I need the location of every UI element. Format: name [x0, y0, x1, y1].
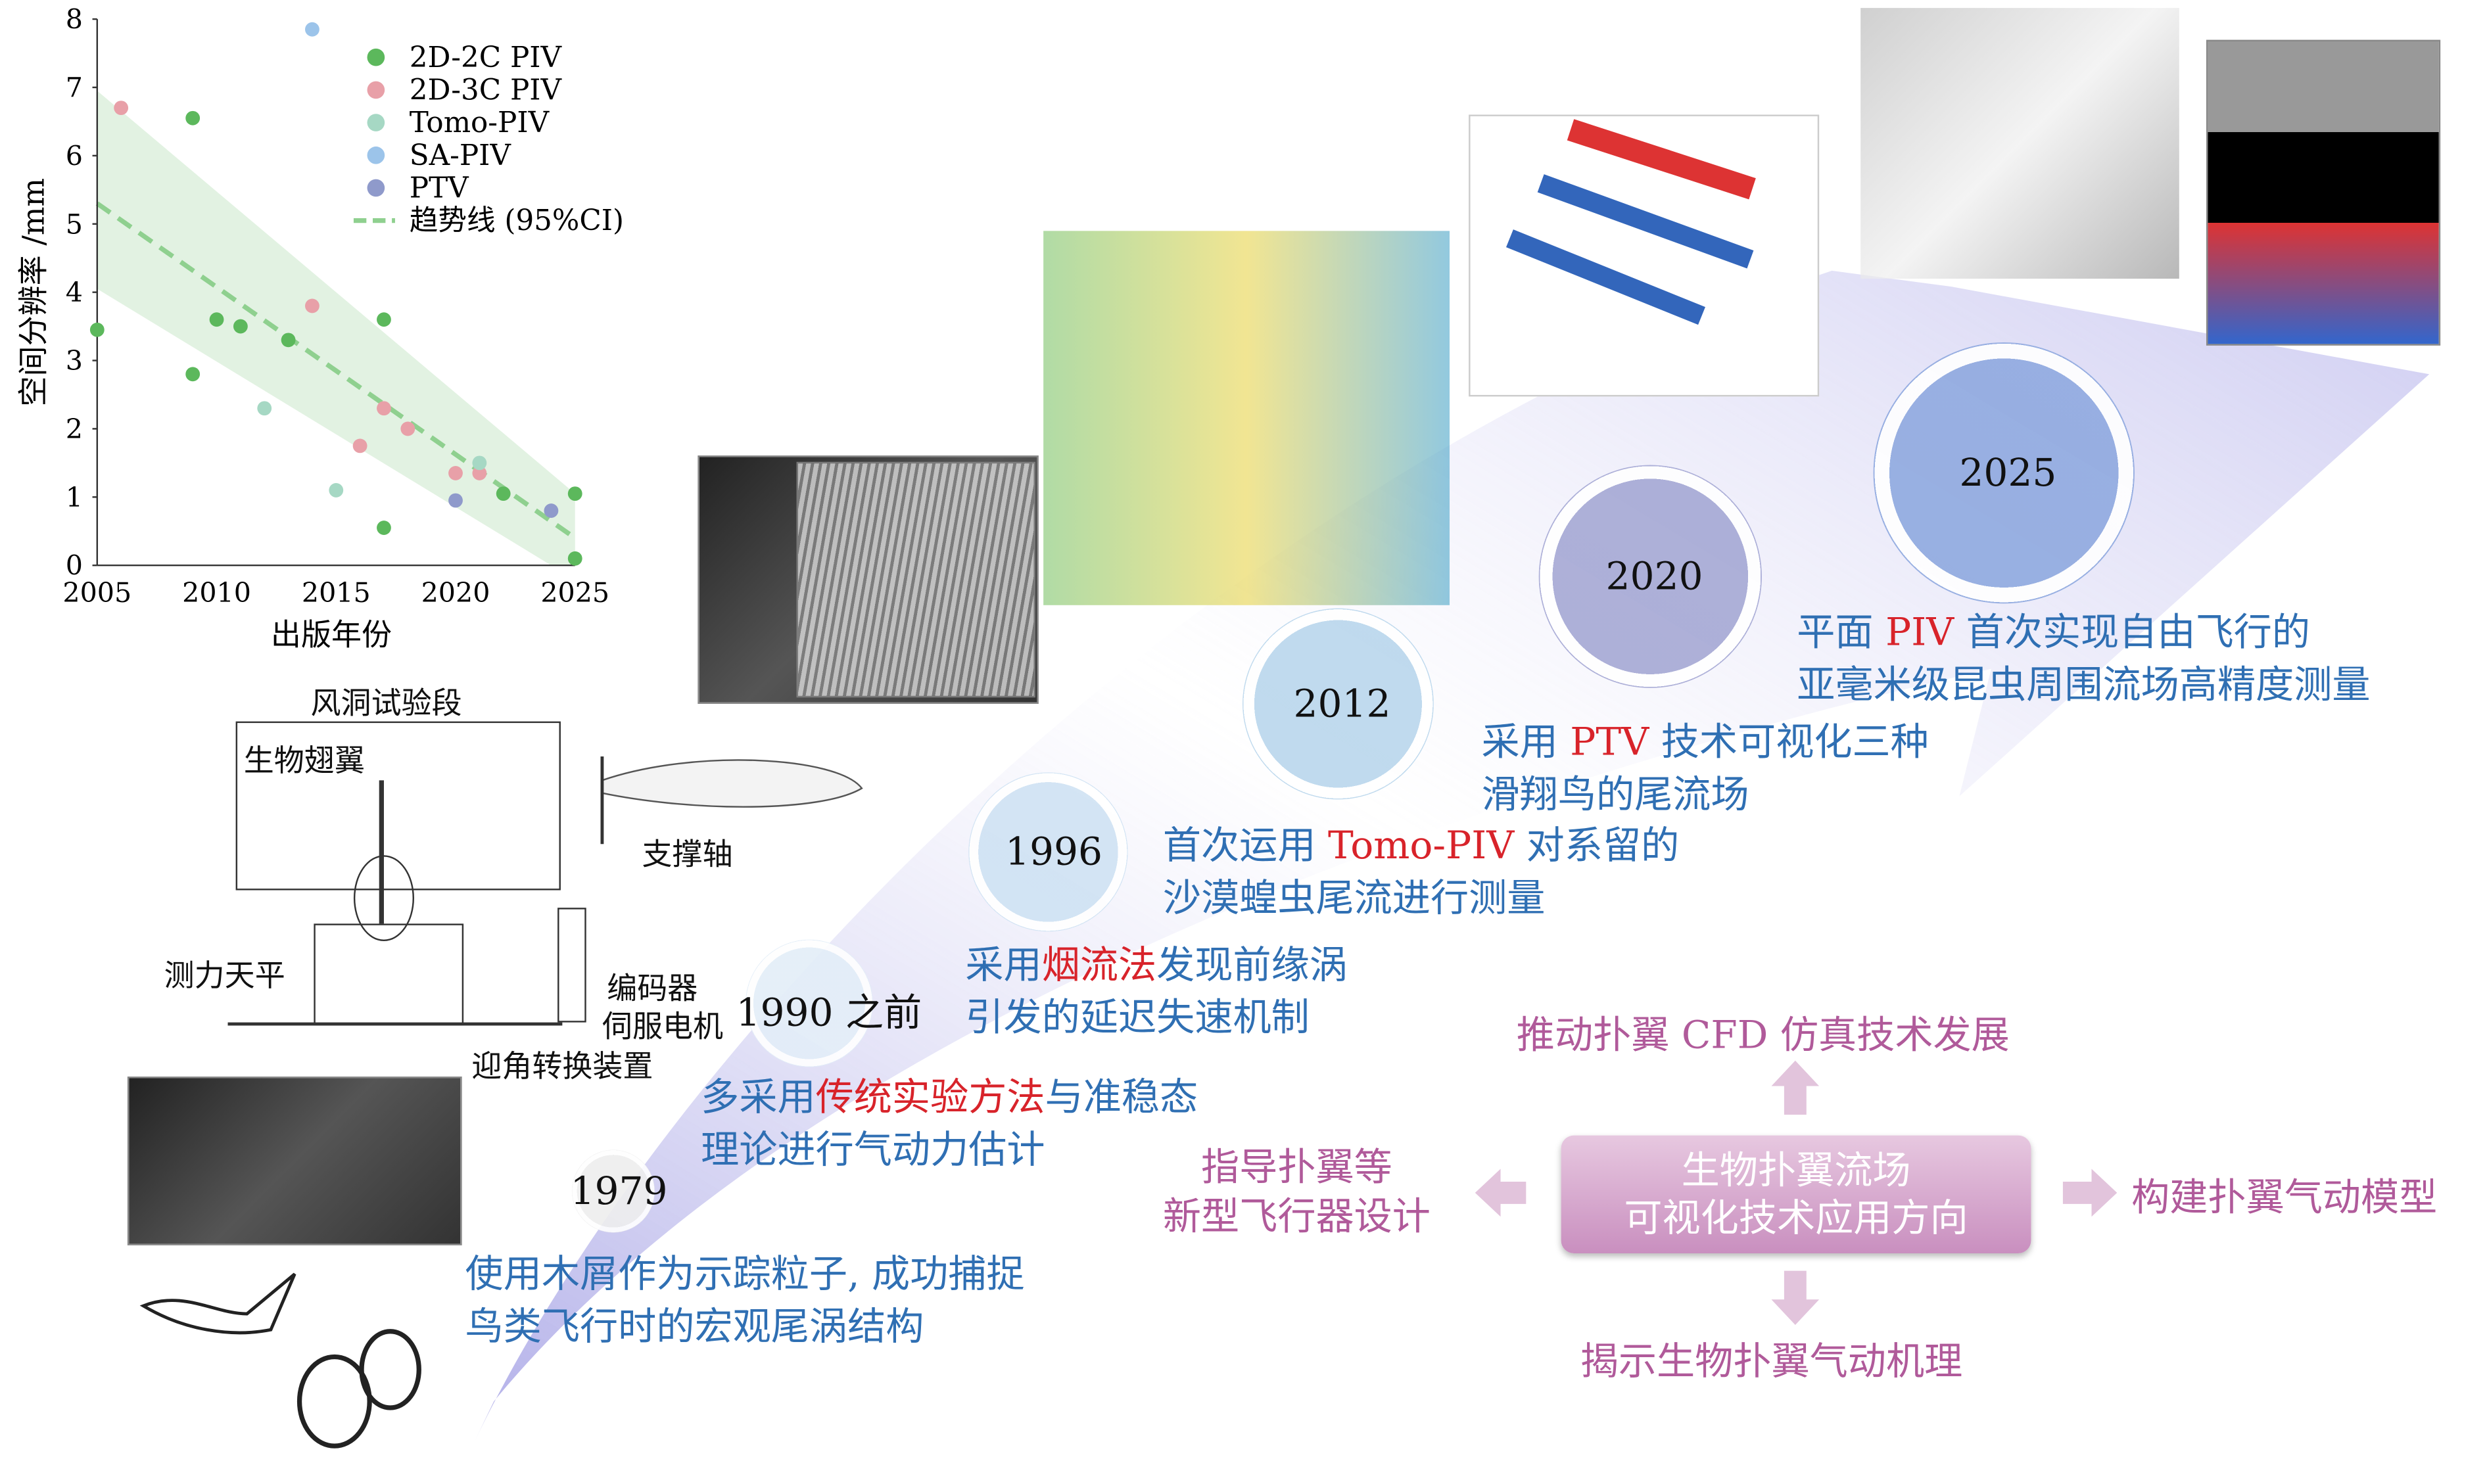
data-point — [89, 322, 105, 337]
data-point — [209, 312, 224, 327]
data-point — [448, 466, 463, 480]
data-point — [257, 401, 272, 416]
encoder-label: 编码器 — [607, 971, 698, 1007]
legend-label: SA-PIV — [410, 139, 512, 172]
support-rod — [379, 780, 384, 924]
wing-label: 生物翅翼 — [243, 743, 365, 779]
y-tick-label: 6 — [66, 140, 83, 172]
legend-label: 2D-2C PIV — [410, 41, 563, 74]
y-tick-label: 5 — [66, 208, 83, 240]
milestone-2025-text: 平面 PIV 首次实现自由飞行的亚毫米级昆虫周围流场高精度测量 — [1797, 610, 2371, 707]
bird-vortex-ring-sketch — [139, 1272, 421, 1449]
data-point — [377, 521, 391, 535]
app-cfd: 推动扑翼 CFD 仿真技术发展 — [1516, 1013, 2010, 1057]
insect-flow-images — [2206, 39, 2441, 346]
detail-ellipse — [353, 855, 415, 942]
y-tick-label: 1 — [66, 482, 83, 513]
legend-label: 2D-3C PIV — [410, 74, 563, 106]
milestone-1990-text: 多采用传统实验方法与准稳态理论进行气动力估计 — [701, 1075, 1198, 1172]
timeline-node-2012 — [1242, 608, 1434, 800]
y-tick-label: 2 — [66, 413, 83, 445]
legend-marker — [367, 81, 385, 99]
data-point — [185, 110, 201, 126]
resolution-scatter-chart: 0 1 2 3 4 5 6 7 8 2005 2010 2015 2020 2025 2D-2C PIV2D… — [62, 4, 624, 609]
app-aircraft-design: 指导扑翼等新型飞行器设计 — [1162, 1145, 1431, 1240]
applications-center-box: 生物扑翼流场可视化技术应用方向 — [1561, 1135, 2031, 1253]
y-tick-label: 3 — [66, 345, 83, 377]
data-point — [544, 503, 559, 518]
timeline-node-2025 — [1873, 342, 2135, 604]
camera-setup-figure — [1860, 8, 2179, 279]
data-point — [472, 455, 487, 471]
data-point — [472, 466, 487, 480]
y-tick-label: 8 — [66, 4, 83, 35]
legend-label: 趋势线 (95%CI) — [410, 204, 624, 237]
legend-label: PTV — [410, 172, 469, 204]
app-aero-model: 构建扑翼气动模型 — [2131, 1175, 2438, 1220]
y-tick-label: 7 — [66, 72, 83, 104]
y-tick-label: 4 — [66, 277, 83, 308]
y-tick-label: 0 — [66, 550, 83, 582]
data-point — [114, 101, 129, 116]
milestone-1996-text: 采用烟流法发现前缘涡引发的延迟失速机制 — [965, 942, 1348, 1040]
shaft-label: 支撑轴 — [642, 837, 733, 873]
data-point — [185, 367, 201, 382]
data-point — [496, 486, 511, 501]
year-1990: 1990 之前 — [736, 990, 922, 1036]
apparatus-title: 风洞试验段 — [310, 686, 462, 722]
x-axis-label: 出版年份 — [270, 618, 392, 653]
legend-marker — [367, 179, 385, 197]
x-tick-label: 2020 — [421, 577, 490, 609]
aoa-device-label: 迎角转换装置 — [471, 1049, 653, 1085]
ground-line — [227, 1022, 563, 1025]
legend-marker — [367, 146, 385, 164]
tomo-piv-vortex-figure — [1043, 231, 1450, 605]
x-tick-label: 2015 — [302, 577, 371, 609]
year-2025: 2025 — [1959, 450, 2057, 496]
year-2020: 2020 — [1605, 554, 1703, 599]
data-point — [377, 312, 391, 327]
data-point — [281, 333, 296, 348]
milestone-1979-text: 使用木屑作为示踪粒子, 成功捕捉鸟类飞行时的宏观尾涡结构 — [465, 1251, 1025, 1349]
trend-line — [95, 201, 577, 540]
legend-label: Tomo-PIV — [410, 106, 550, 139]
smoke-streak-photos — [796, 461, 1036, 698]
x-tick-label: 2025 — [540, 577, 609, 609]
timeline-node-1990 — [746, 939, 873, 1067]
year-1979: 1979 — [570, 1169, 668, 1214]
x-tick-label: 2005 — [62, 577, 131, 609]
data-point — [352, 438, 367, 453]
servo-drawing — [557, 908, 586, 1023]
dragonfly-wing-drawing — [600, 756, 863, 845]
year-1996: 1996 — [1005, 829, 1102, 875]
y-axis-label: 空间分辨率 /mm — [16, 177, 52, 407]
timeline-node-1979 — [571, 1149, 655, 1233]
timeline-node-1996 — [968, 772, 1128, 932]
data-point — [305, 298, 320, 313]
year-2012: 2012 — [1293, 682, 1391, 726]
confidence-band — [97, 91, 575, 566]
legend-marker — [367, 114, 385, 131]
bird-wake-photo — [127, 1077, 462, 1245]
legend-marker — [367, 48, 385, 66]
ptv-bird-wake-figure — [1469, 114, 1820, 397]
milestone-2020-text: 采用 PTV 技术可视化三种滑翔鸟的尾流场 — [1481, 720, 1929, 818]
balance-label: 测力天平 — [164, 958, 285, 994]
timeline-node-2020 — [1538, 465, 1762, 688]
data-point — [305, 22, 320, 37]
servo-label: 伺服电机 — [602, 1009, 724, 1045]
data-point — [567, 486, 582, 501]
data-point — [233, 319, 248, 334]
app-mechanism: 揭示生物扑翼气动机理 — [1580, 1339, 1963, 1384]
data-point — [448, 493, 463, 508]
milestone-2012-text: 首次运用 Tomo-PIV 对系留的沙漠蝗虫尾流进行测量 — [1162, 823, 1680, 921]
data-point — [400, 421, 415, 436]
data-point — [329, 483, 344, 498]
data-point — [377, 401, 391, 416]
x-tick-label: 2010 — [182, 577, 251, 609]
data-point — [567, 551, 582, 566]
